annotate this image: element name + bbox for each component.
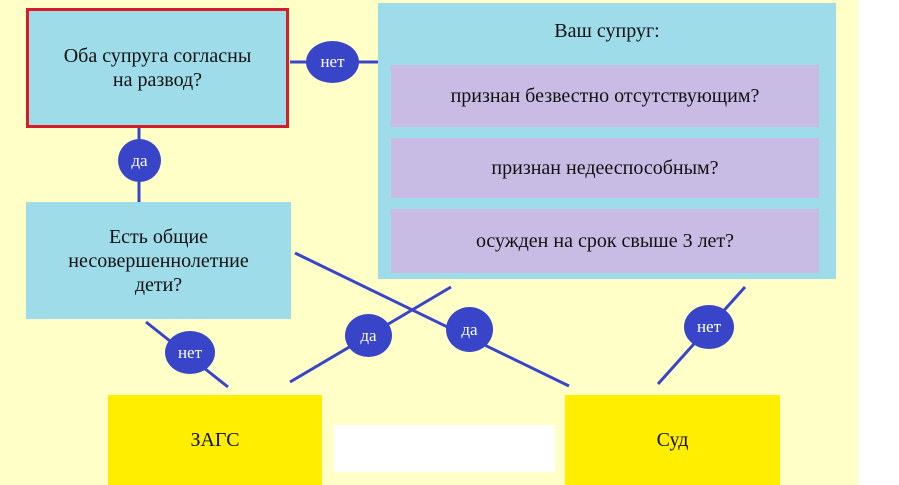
spouse-conditions-title: Ваш супруг: bbox=[554, 20, 660, 42]
question-spouses-agree-text: Оба супруга согласны на развод? bbox=[63, 45, 252, 91]
flowchart-canvas: Оба супруга согласны на развод? Есть общ… bbox=[0, 0, 858, 485]
badge-agree-yes: да bbox=[118, 139, 161, 182]
condition-incapacitated: признан недееспособным? bbox=[391, 138, 819, 198]
spouse-conditions-panel: Ваш супруг: признан безвестно отсутствую… bbox=[378, 3, 836, 279]
registry-office-zags-label: ЗАГС bbox=[190, 429, 240, 451]
badge-children-yes: да bbox=[446, 307, 493, 352]
question-common-children: Есть общие несовершеннолетние дети? bbox=[26, 202, 291, 319]
court-sud: Суд bbox=[565, 395, 780, 485]
court-sud-label: Суд bbox=[656, 429, 689, 451]
blank-gap bbox=[334, 425, 555, 472]
connector-children-to-sud bbox=[294, 251, 570, 388]
question-common-children-text: Есть общие несовершеннолетние дети? bbox=[68, 225, 249, 296]
badge-conditions-yes: да bbox=[345, 314, 392, 357]
question-spouses-agree: Оба супруга согласны на развод? bbox=[26, 8, 289, 128]
registry-office-zags: ЗАГС bbox=[108, 395, 322, 485]
condition-convicted: осужден на срок свыше 3 лет? bbox=[391, 209, 819, 273]
badge-agree-no: нет bbox=[306, 41, 359, 83]
badge-conditions-no: нет bbox=[684, 305, 734, 349]
condition-missing: признан безвестно отсутствующим? bbox=[391, 65, 819, 127]
badge-children-no: нет bbox=[165, 331, 215, 374]
